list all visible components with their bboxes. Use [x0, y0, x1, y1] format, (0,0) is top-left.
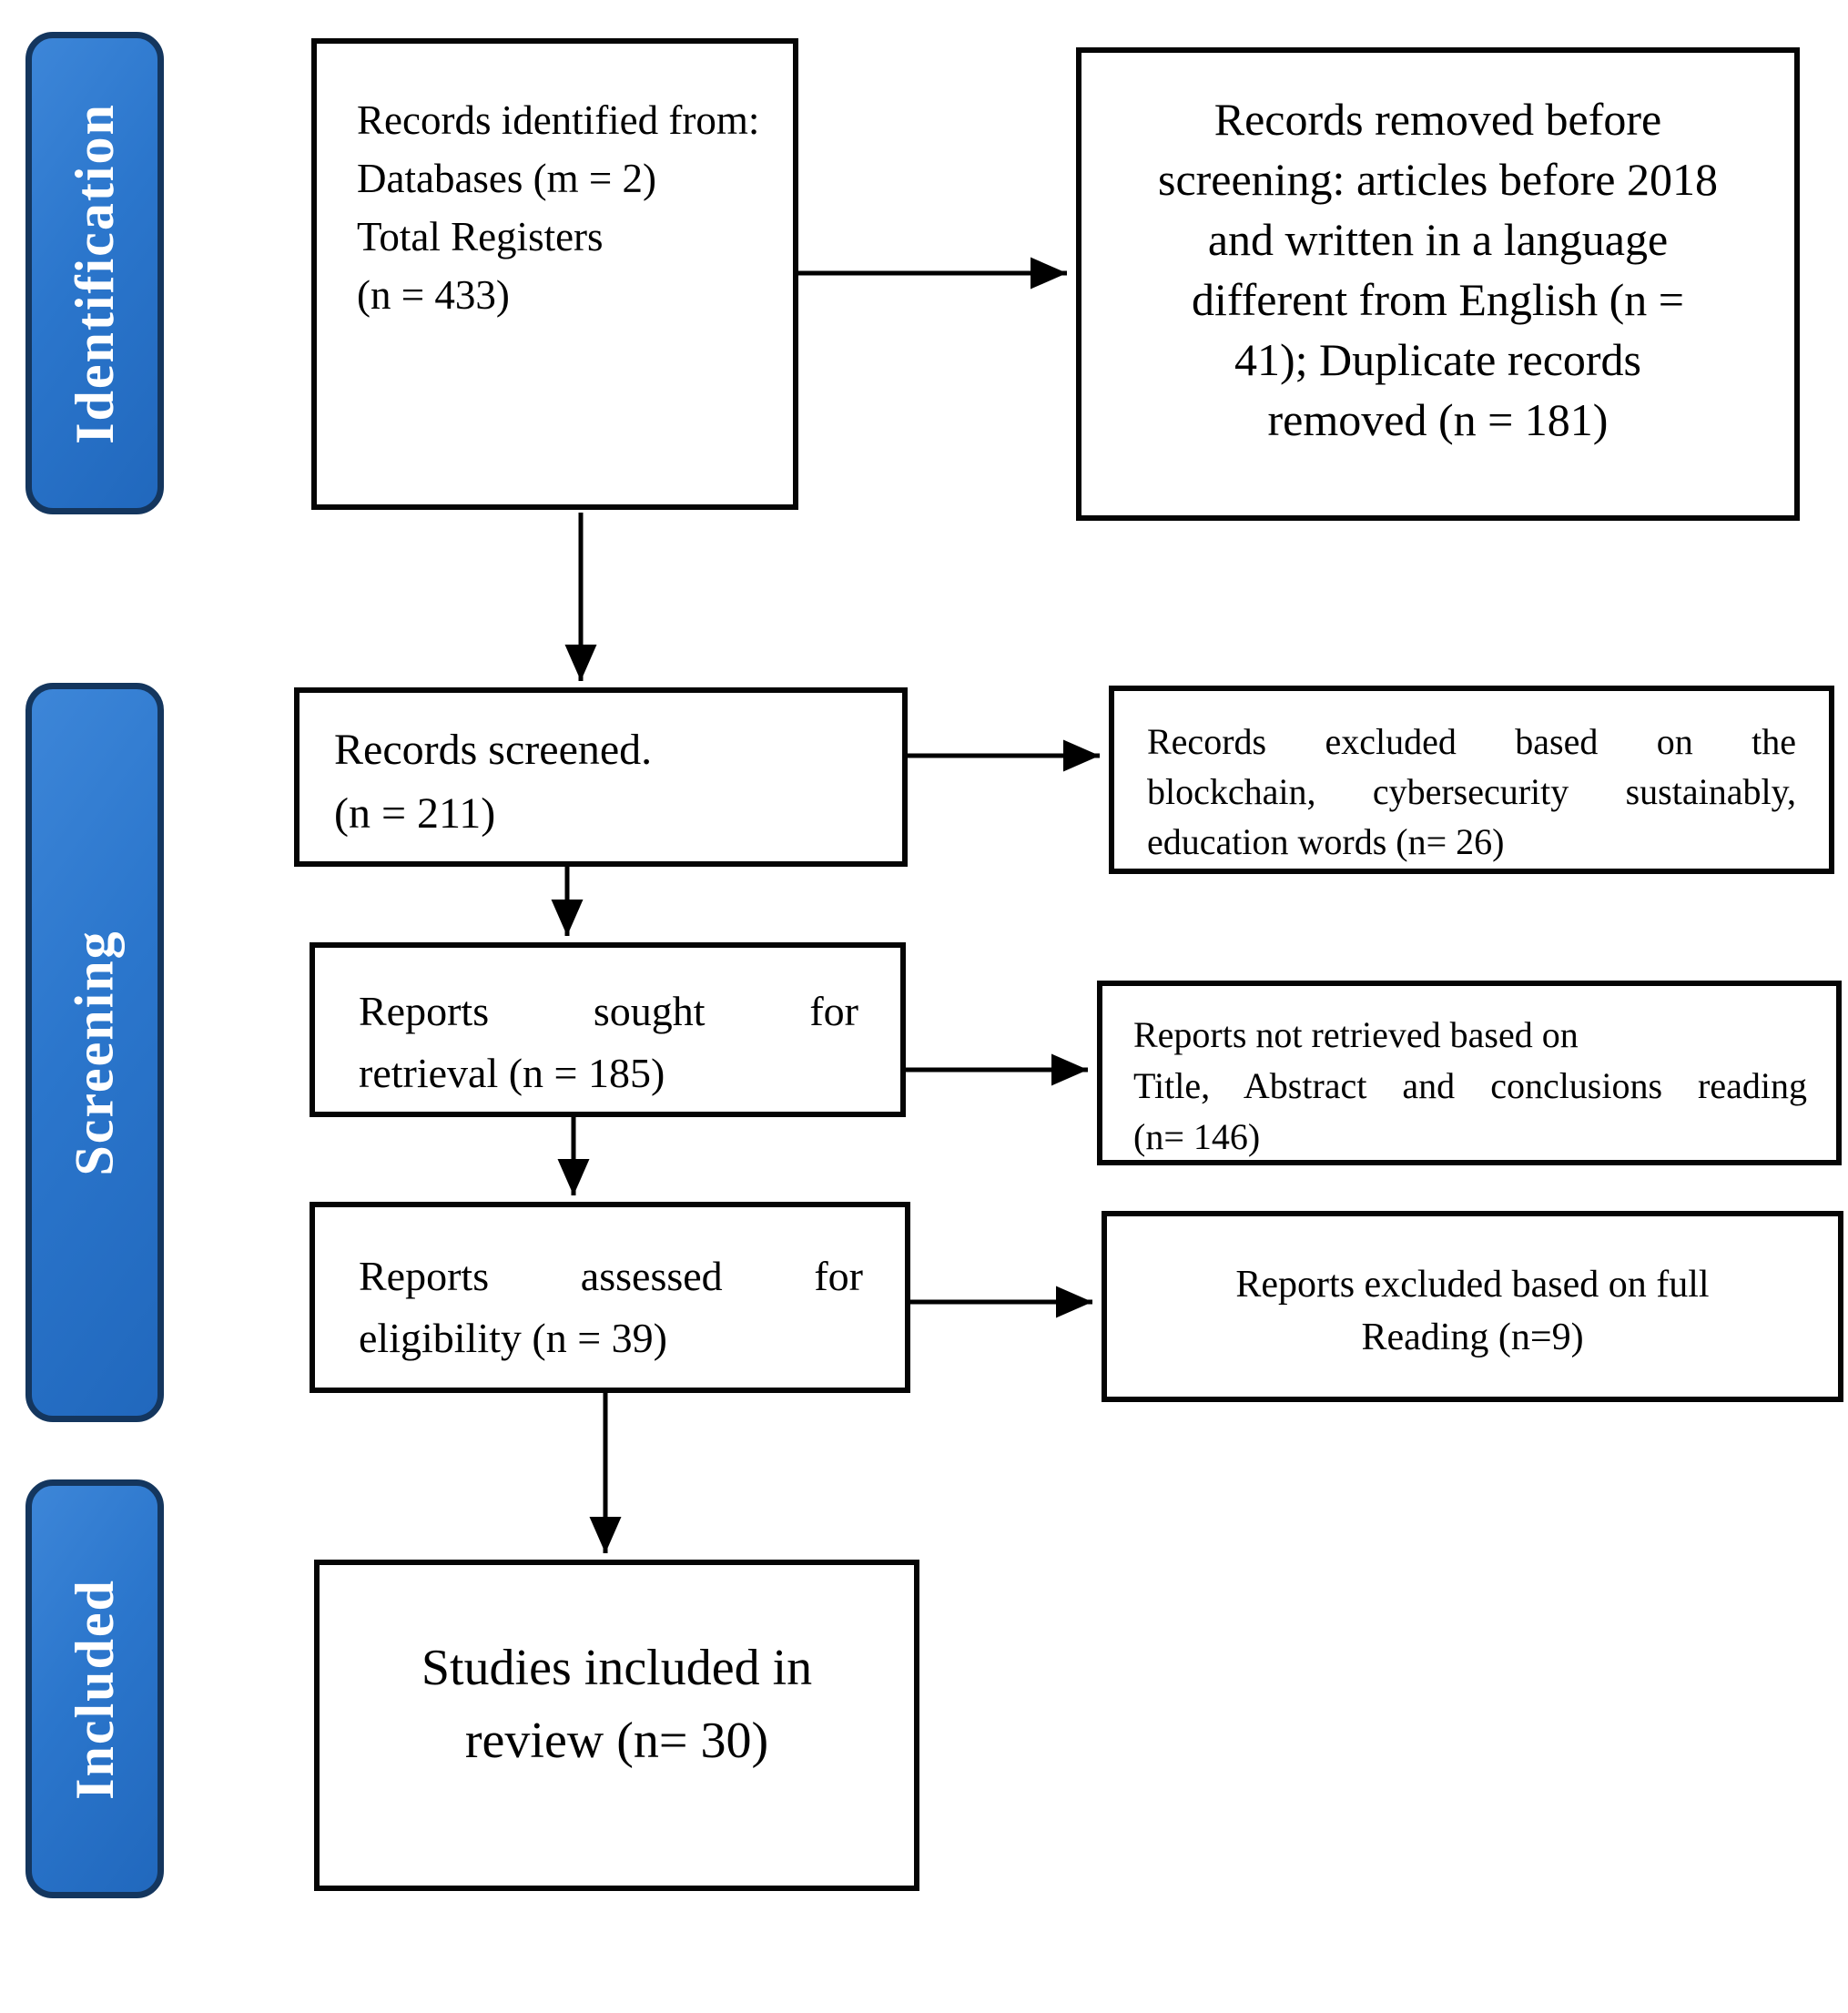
stage-included: Included [25, 1479, 164, 1898]
stage-identification: Identification [25, 32, 164, 514]
text-line: Total Registers [357, 214, 604, 259]
text-line: review (n= 30) [464, 1713, 769, 1769]
text-line: Studies included in [421, 1640, 813, 1696]
text-line: (n= 146) [1133, 1116, 1261, 1157]
text-line: Records identified from: [357, 97, 760, 143]
text-line: Reports excluded based on full [1235, 1264, 1710, 1306]
text-line: Records removed before [1213, 94, 1662, 145]
text-line: Title, Abstract and conclusions reading [1133, 1065, 1807, 1106]
text-line: Reports assessed for [359, 1253, 863, 1299]
text-line: removed (n = 181) [1267, 394, 1609, 445]
reports-assessed-box: Reports assessed for eligibility (n = 39… [310, 1202, 910, 1393]
text-line: screening: articles before 2018 [1157, 154, 1718, 205]
text-line: blockchain, cybersecurity sustainably, [1147, 771, 1796, 812]
records-removed-box: Records removed before screening: articl… [1076, 47, 1800, 521]
records-excluded-keywords-box: Records excluded based on the blockchain… [1109, 686, 1834, 874]
text-line: Records excluded based on the [1147, 721, 1796, 762]
text-line: education words (n= 26) [1147, 821, 1505, 862]
reports-sought-box: Reports sought for retrieval (n = 185) [310, 942, 906, 1117]
reports-excluded-full-box: Reports excluded based on full Reading (… [1102, 1211, 1843, 1402]
reports-not-retrieved-box: Reports not retrieved based on Title, Ab… [1097, 981, 1842, 1165]
text-line: Databases (m = 2) [357, 156, 657, 201]
text-line: Reading (n=9) [1361, 1317, 1584, 1358]
records-screened-box: Records screened. (n = 211) [294, 687, 908, 867]
stage-screening: Screening [25, 683, 164, 1422]
text-line: different from English (n = [1191, 274, 1685, 325]
text-line: (n = 433) [357, 272, 510, 318]
text-line: Reports sought for [359, 988, 858, 1034]
studies-included-box: Studies included in review (n= 30) [314, 1560, 919, 1891]
text-line: (n = 211) [334, 789, 496, 838]
text-line: retrieval (n = 185) [359, 1050, 665, 1096]
text-line: 41); Duplicate records [1234, 334, 1642, 385]
text-line: eligibility (n = 39) [359, 1315, 667, 1361]
records-identified-box: Records identified from: Databases (m = … [311, 38, 798, 510]
text-line: Reports not retrieved based on [1133, 1014, 1579, 1055]
text-line: and written in a language [1207, 214, 1669, 265]
text-line: Records screened. [334, 726, 653, 774]
